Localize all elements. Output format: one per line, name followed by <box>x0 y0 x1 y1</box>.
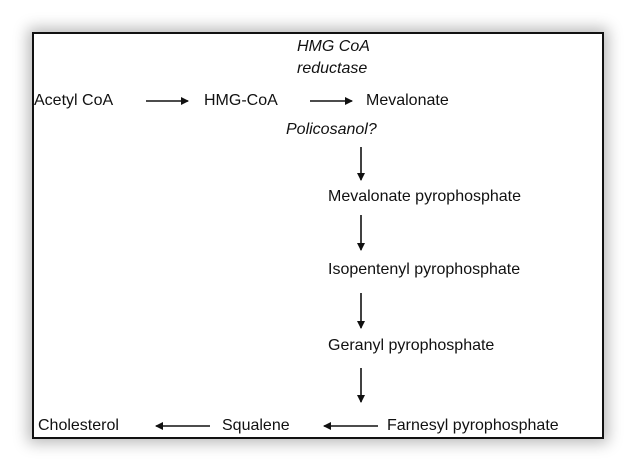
enzyme-label-line1: HMG CoA <box>297 38 370 55</box>
node-hmg-coa: HMG-CoA <box>204 92 278 109</box>
node-cholesterol: Cholesterol <box>38 417 119 434</box>
inhibitor-label: Policosanol? <box>286 121 377 138</box>
node-acetyl-coa: Acetyl CoA <box>34 92 114 109</box>
node-isopentenyl-pyrophosphate: Isopentenyl pyrophosphate <box>328 261 521 278</box>
node-squalene: Squalene <box>222 417 290 434</box>
node-mevalonate: Mevalonate <box>366 92 449 109</box>
node-mevalonate-pyrophosphate: Mevalonate pyrophosphate <box>328 188 522 205</box>
node-geranyl-pyrophosphate: Geranyl pyrophosphate <box>328 337 495 354</box>
enzyme-label-line2: reductase <box>297 60 368 77</box>
diagram-frame <box>32 32 604 439</box>
node-farnesyl-pyrophosphate: Farnesyl pyrophosphate <box>387 417 559 434</box>
